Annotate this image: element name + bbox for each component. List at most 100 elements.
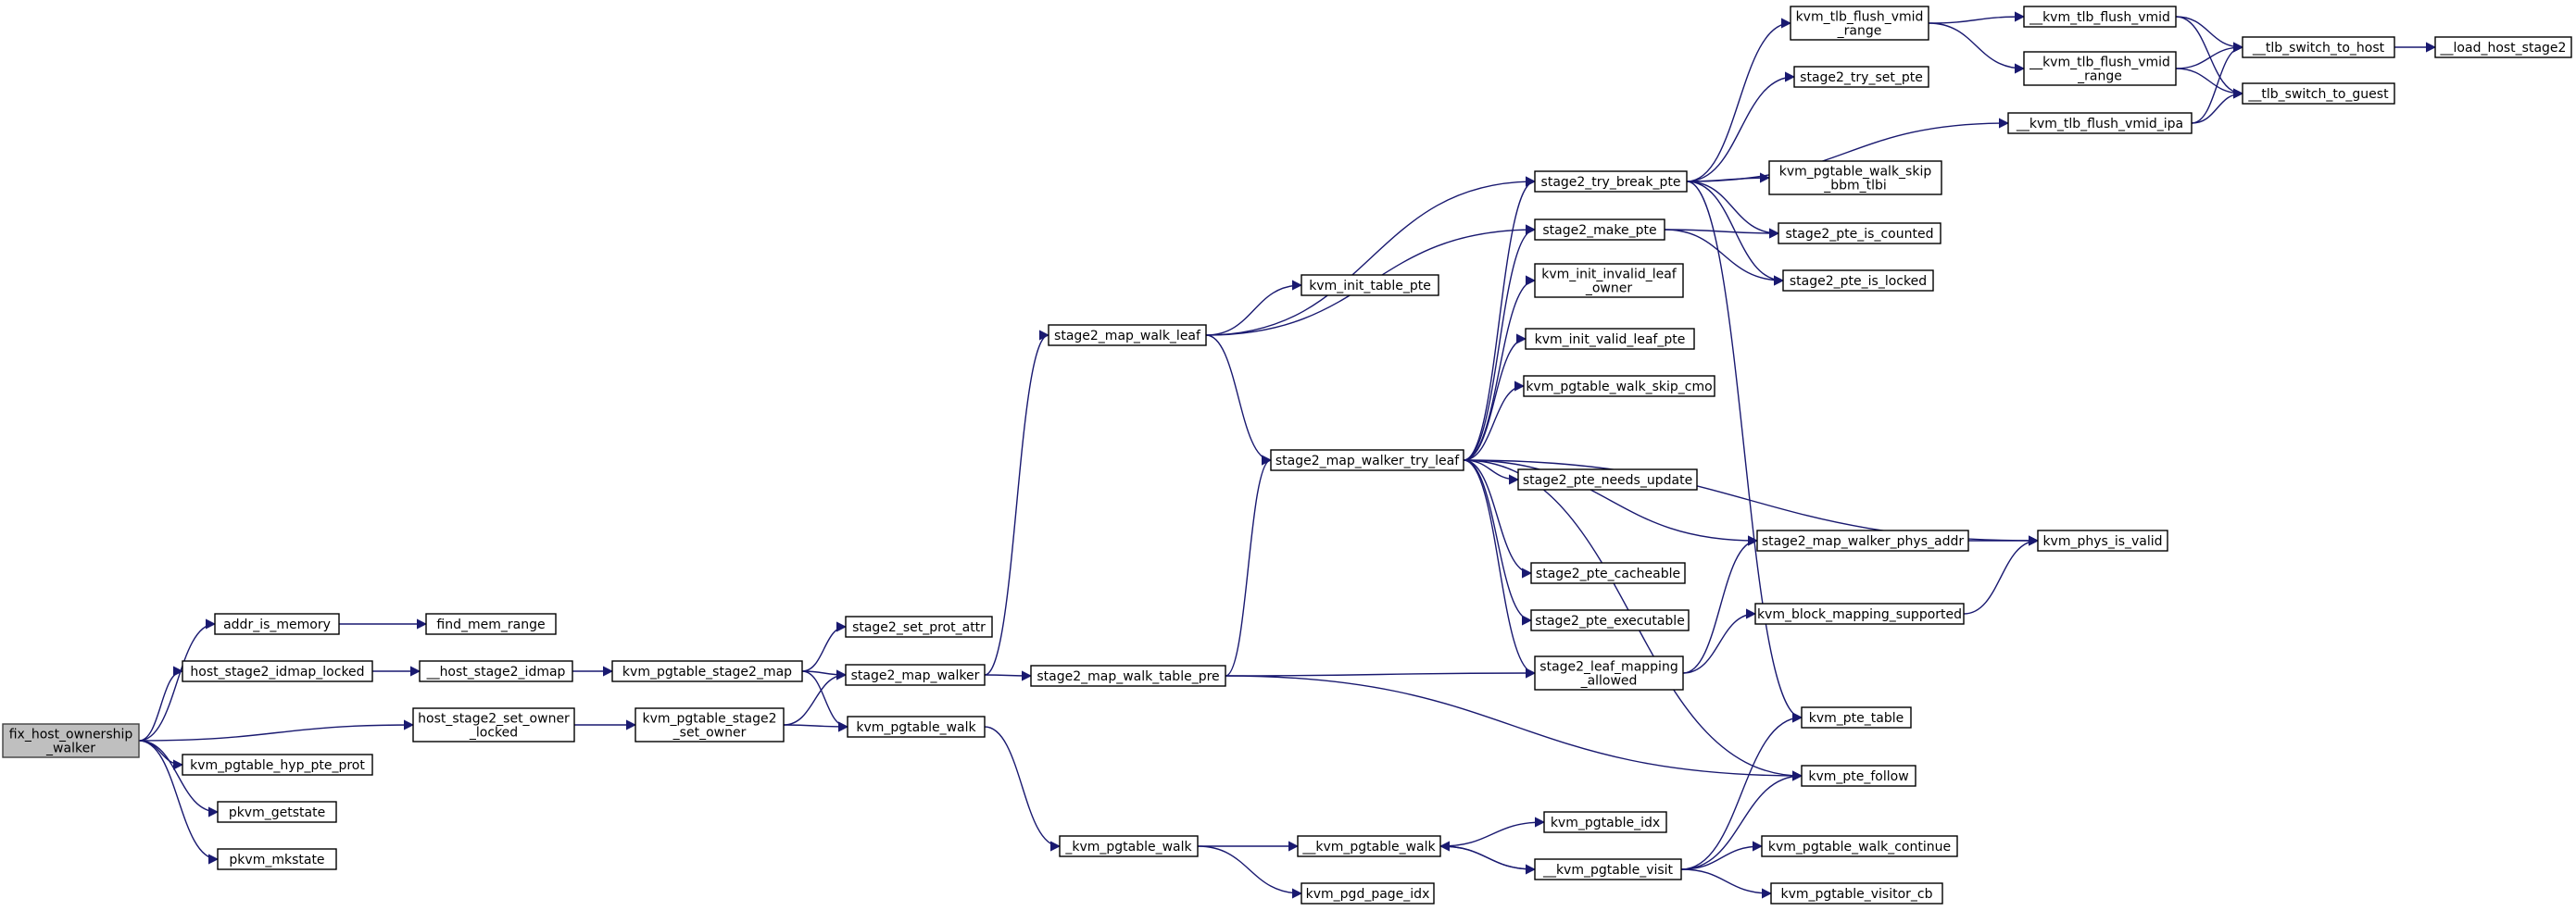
- node-pkvm-getstate[interactable]: pkvm_getstate: [217, 801, 337, 823]
- node-kvm-pgtable-visitor-cb[interactable]: kvm_pgtable_visitor_cb: [1770, 882, 1943, 905]
- node-box: [1768, 160, 1942, 195]
- node-kvm-pgtable-walk-continue[interactable]: kvm_pgtable_walk_continue: [1761, 835, 1958, 857]
- node-label: host_stage2_idmap_locked: [190, 665, 364, 680]
- node-host-stage2-idmap-locked[interactable]: host_stage2_idmap_locked: [182, 660, 373, 682]
- edge-kvm-tlb-flush-vmid-range-to-kvm-tlb-flush-vmid: [1928, 11, 2026, 24]
- node-stage2-leaf-mapping-allowed[interactable]: stage2_leaf_mapping_allowed: [1534, 655, 1684, 691]
- node-label: find_mem_range: [436, 618, 545, 632]
- node-box: [1801, 765, 1916, 787]
- node-addr-is-memory[interactable]: addr_is_memory: [214, 613, 340, 635]
- edge-kvm-pgtable-visit-to-kvm-pte-table: [1680, 712, 1803, 870]
- node-fix-host[interactable]: fix_host_ownership_walker: [2, 723, 140, 758]
- node-kvm-pgtable-idx[interactable]: kvm_pgtable_idx: [1543, 811, 1667, 833]
- node-tlb-switch-to-guest[interactable]: __tlb_switch_to_guest: [2242, 82, 2395, 105]
- node-box: [2242, 36, 2395, 58]
- node-label: __kvm_tlb_flush_vmid: [2029, 56, 2170, 70]
- node-kvm-tlb-flush-vmid-range[interactable]: kvm_tlb_flush_vmid_range: [1790, 6, 1929, 41]
- node-box: [1270, 449, 1464, 471]
- node-stage2-make-pte[interactable]: stage2_make_pte: [1534, 218, 1665, 241]
- node-label: pkvm_mkstate: [229, 853, 324, 867]
- node-stage2-map-walker-try-leaf[interactable]: stage2_map_walker_try_leaf: [1270, 449, 1464, 471]
- node-stage2-map-walker[interactable]: stage2_map_walker: [845, 664, 986, 686]
- node-label: kvm_pgtable_stage2_map: [622, 665, 792, 680]
- node-kvm-pgtable-walk-skip-bbm-tlbi[interactable]: kvm_pgtable_walk_skip_bbm_tlbi: [1768, 160, 1942, 195]
- node-kvm-pgtable-walk[interactable]: kvm_pgtable_walk: [847, 716, 986, 738]
- node-kvm-tlb-flush-vmid-range[interactable]: __kvm_tlb_flush_vmid_range: [2023, 51, 2177, 86]
- node-stage2-map-walk-leaf[interactable]: stage2_map_walk_leaf: [1048, 324, 1207, 346]
- node-kvm-init-table-pte[interactable]: kvm_init_table_pte: [1301, 274, 1439, 296]
- edge-stage2-map-walk-leaf-to-stage2-try-break-pte: [1205, 176, 1537, 336]
- edge-kvm-tlb-flush-vmid-range-to-kvm-tlb-flush-vmid-range: [1928, 22, 2026, 74]
- node-label: __kvm_pgtable_walk: [1301, 840, 1436, 855]
- edge-fix-host-to-host-stage2-set-owner-locked: [138, 719, 415, 742]
- node-box: [1530, 562, 1686, 584]
- node-pkvm-mkstate[interactable]: pkvm_mkstate: [217, 848, 337, 870]
- node-kvm-phys-is-valid[interactable]: kvm_phys_is_valid: [2037, 530, 2168, 552]
- node-label: kvm_pgtable_walk: [856, 720, 976, 735]
- node-tlb-switch-to-host[interactable]: __tlb_switch_to_host: [2242, 36, 2395, 58]
- node-kvm-pgtable-visit[interactable]: __kvm_pgtable_visit: [1534, 858, 1682, 880]
- node-stage2-set-prot-attr[interactable]: stage2_set_prot_attr: [845, 616, 993, 638]
- node-stage2-pte-is-counted[interactable]: stage2_pte_is_counted: [1778, 222, 1941, 244]
- node-label: stage2_map_walker_try_leaf: [1275, 454, 1460, 468]
- node-stage2-try-break-pte[interactable]: stage2_try_break_pte: [1534, 170, 1688, 193]
- node-stage2-pte-cacheable[interactable]: stage2_pte_cacheable: [1530, 562, 1686, 584]
- node-label: kvm_pgtable_walk_skip: [1779, 165, 1932, 180]
- node-kvm-init-invalid-leaf-owner[interactable]: kvm_init_invalid_leaf_owner: [1534, 263, 1684, 298]
- node-label: _allowed: [1580, 674, 1638, 689]
- node-box: [1543, 811, 1667, 833]
- node-stage2-try-set-pte[interactable]: stage2_try_set_pte: [1793, 66, 1929, 88]
- node-kvm-init-valid-leaf-pte[interactable]: kvm_init_valid_leaf_pte: [1525, 328, 1695, 350]
- node-box: [1530, 609, 1690, 631]
- node-kvm-pgd-page-idx[interactable]: kvm_pgd_page_idx: [1301, 882, 1435, 905]
- node-kvm-block-mapping-supported[interactable]: kvm_block_mapping_supported: [1754, 603, 1965, 625]
- node-box: [1761, 835, 1958, 857]
- node-stage2-pte-needs-update[interactable]: stage2_pte_needs_update: [1517, 468, 1698, 491]
- node-kvm-pgtable-walk[interactable]: __kvm_pgtable_walk: [1297, 835, 1441, 857]
- edge-stage2-map-walk-table-pre-to-stage2-map-walker-try-leaf: [1225, 455, 1273, 677]
- node-box: [217, 801, 337, 823]
- node-kvm-pgtable-walk-skip-cmo[interactable]: kvm_pgtable_walk_skip_cmo: [1523, 375, 1715, 397]
- edge-stage2-map-walker-try-leaf-to-stage2-leaf-mapping-allowed: [1463, 459, 1537, 679]
- edge-kvm-tlb-flush-vmid-range-to-tlb-switch-to-host: [2175, 42, 2244, 69]
- node-label: pkvm_getstate: [229, 805, 325, 820]
- node-label: kvm_block_mapping_supported: [1757, 607, 1962, 622]
- node-kvm-tlb-flush-vmid-ipa[interactable]: __kvm_tlb_flush_vmid_ipa: [2007, 112, 2193, 134]
- node-host-stage2-idmap[interactable]: __host_stage2_idmap: [419, 660, 573, 682]
- node-label: kvm_init_valid_leaf_pte: [1535, 332, 1686, 347]
- edge-kvm-pgtable-walk-to-kvm-pgtable-walk: [984, 726, 1062, 852]
- edge-kvm-pgtable-visit-to-kvm-pgtable-walk-continue: [1680, 841, 1764, 870]
- node-kvm-pte-table[interactable]: kvm_pte_table: [1801, 706, 1912, 729]
- edge-kvm-block-mapping-supported-to-kvm-phys-is-valid: [1963, 535, 2040, 615]
- node-label: stage2_try_set_pte: [1800, 70, 1923, 85]
- node-label: _set_owner: [672, 726, 747, 741]
- node-stage2-map-walker-phys-addr[interactable]: stage2_map_walker_phys_addr: [1756, 530, 1969, 552]
- node-load-host-stage2[interactable]: __load_host_stage2: [2434, 36, 2572, 58]
- node-stage2-pte-executable[interactable]: stage2_pte_executable: [1530, 609, 1690, 631]
- node-stage2-map-walk-table-pre[interactable]: stage2_map_walk_table_pre: [1030, 665, 1226, 687]
- node-kvm-pgtable-stage2-map[interactable]: kvm_pgtable_stage2_map: [611, 660, 803, 682]
- edge-stage2-make-pte-to-stage2-pte-is-counted: [1664, 228, 1780, 239]
- edge-stage2-leaf-mapping-allowed-to-kvm-block-mapping-supported: [1682, 608, 1757, 674]
- node-label: stage2_map_walker_phys_addr: [1762, 534, 1964, 549]
- node-stage2-pte-is-locked[interactable]: stage2_pte_is_locked: [1782, 269, 1934, 292]
- node-kvm-tlb-flush-vmid[interactable]: __kvm_tlb_flush_vmid: [2023, 6, 2177, 28]
- node-label: _range: [2077, 69, 2122, 84]
- edge-stage2-map-walker-try-leaf-to-stage2-pte-executable: [1463, 459, 1533, 626]
- node-label: kvm_tlb_flush_vmid: [1796, 10, 1924, 25]
- node-kvm-pgtable-hyp-pte-prot[interactable]: kvm_pgtable_hyp_pte_prot: [182, 754, 373, 776]
- node-kvm-pte-follow[interactable]: kvm_pte_follow: [1801, 765, 1916, 787]
- node-label: _locked: [469, 726, 518, 741]
- edge-stage2-try-break-pte-to-stage2-pte-is-counted: [1686, 181, 1780, 239]
- node-kvm-pgtable-walk[interactable]: _kvm_pgtable_walk: [1059, 835, 1199, 857]
- node-host-stage2-set-owner-locked[interactable]: host_stage2_set_owner_locked: [412, 707, 575, 743]
- node-box: [2434, 36, 2572, 58]
- edge-kvm-tlb-flush-vmid-ipa-to-tlb-switch-to-host: [2191, 42, 2244, 124]
- node-kvm-pgtable-stage2-set-owner[interactable]: kvm_pgtable_stage2_set_owner: [635, 707, 785, 743]
- edge-fix-host-to-pkvm-mkstate: [138, 740, 220, 865]
- node-find-mem-range[interactable]: find_mem_range: [425, 613, 557, 635]
- edge-fix-host-to-pkvm-getstate: [138, 740, 220, 817]
- node-label: __kvm_tlb_flush_vmid_ipa: [2016, 117, 2183, 131]
- node-label: kvm_pgtable_stage2: [642, 712, 776, 727]
